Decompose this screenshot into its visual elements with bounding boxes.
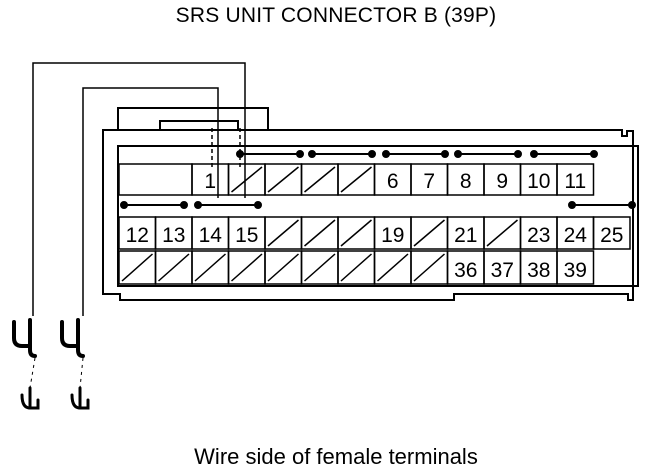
terminal-number: 24	[564, 224, 588, 247]
terminal-number: 15	[235, 224, 258, 247]
lock-tab-inner	[159, 120, 239, 130]
short-bar-dot	[441, 150, 449, 158]
unused-terminal-slash	[340, 253, 372, 282]
unused-terminal-slash	[158, 253, 190, 282]
terminal-cell	[556, 163, 595, 196]
short-bar-dot	[568, 201, 576, 209]
short-bars	[120, 150, 636, 209]
short-bar-dot	[194, 201, 202, 209]
terminal-number: 38	[527, 259, 550, 282]
unused-terminal-slash	[304, 219, 336, 247]
unused-terminal-slash	[267, 219, 299, 247]
terminal-number: 12	[126, 224, 149, 247]
harness-wires	[32, 62, 246, 316]
probe-right-icon	[60, 318, 85, 358]
unused-terminal-slash	[231, 166, 263, 193]
short-bar-dot	[296, 150, 304, 158]
short-bar-dot	[382, 150, 390, 158]
terminal-number: 8	[460, 170, 472, 193]
terminal-number: 7	[423, 170, 435, 193]
short-bar-dot	[254, 201, 262, 209]
unused-terminal-slash	[267, 166, 299, 193]
diagram-title: SRS UNIT CONNECTOR B (39P)	[175, 4, 497, 27]
terminal-cell	[556, 250, 595, 285]
short-bar-dot	[628, 201, 636, 209]
terminal-number: 36	[454, 259, 477, 282]
terminal-number: 11	[564, 170, 586, 193]
unused-terminal-slash	[340, 219, 372, 247]
terminal-number: 25	[600, 224, 623, 247]
terminal-number: 13	[162, 224, 185, 247]
unused-terminal-slash	[340, 166, 372, 193]
unused-terminal-slash	[267, 253, 299, 282]
short-bar-dot	[530, 150, 538, 158]
probe-left-icon	[12, 318, 37, 358]
terminal-face	[117, 145, 639, 287]
unused-terminal-slash	[304, 166, 336, 193]
terminal-number: 14	[199, 224, 223, 247]
unused-terminal-slash	[413, 253, 445, 282]
terminal-number: 39	[564, 259, 587, 282]
plug-left-icon	[20, 386, 40, 410]
terminal-number: 37	[491, 259, 514, 282]
short-bar-dot	[454, 150, 462, 158]
unused-terminal-slash	[304, 253, 336, 282]
unused-terminal-slash	[486, 219, 518, 247]
terminal-number: 23	[527, 224, 550, 247]
unused-terminal-slash	[121, 253, 153, 282]
terminal-number: 9	[496, 170, 508, 193]
unused-terminal-slash	[231, 253, 263, 282]
terminal-cell	[592, 216, 631, 250]
plug-right-icon	[70, 386, 90, 410]
unused-terminal-slash	[413, 219, 445, 247]
short-bar-dot	[120, 201, 128, 209]
terminal-number: 6	[387, 170, 399, 193]
probe-connectors	[20, 386, 90, 410]
connector-housing	[102, 129, 634, 301]
terminal-number: 19	[381, 224, 404, 247]
lock-tab	[117, 107, 269, 130]
unused-terminal-slash	[194, 253, 226, 282]
short-bar-dot	[590, 150, 598, 158]
terminal-cells: 1 6 7 8 9 10 11 12 13 14 15 19 21 23 24 25 36 37 38 39	[118, 163, 631, 285]
terminal-cell	[118, 163, 193, 196]
terminal-number: 21	[454, 224, 477, 247]
short-bar-dot	[368, 150, 376, 158]
short-bar-dot	[514, 150, 522, 158]
unused-terminal-slash	[377, 253, 409, 282]
terminal-number: 10	[527, 170, 550, 193]
probe-leads	[29, 357, 84, 389]
terminal-number: 1	[204, 170, 216, 193]
test-probes	[12, 318, 85, 358]
short-bar-dot	[308, 150, 316, 158]
diagram-caption: Wire side of female terminals	[194, 444, 478, 469]
short-bar-dot	[180, 201, 188, 209]
